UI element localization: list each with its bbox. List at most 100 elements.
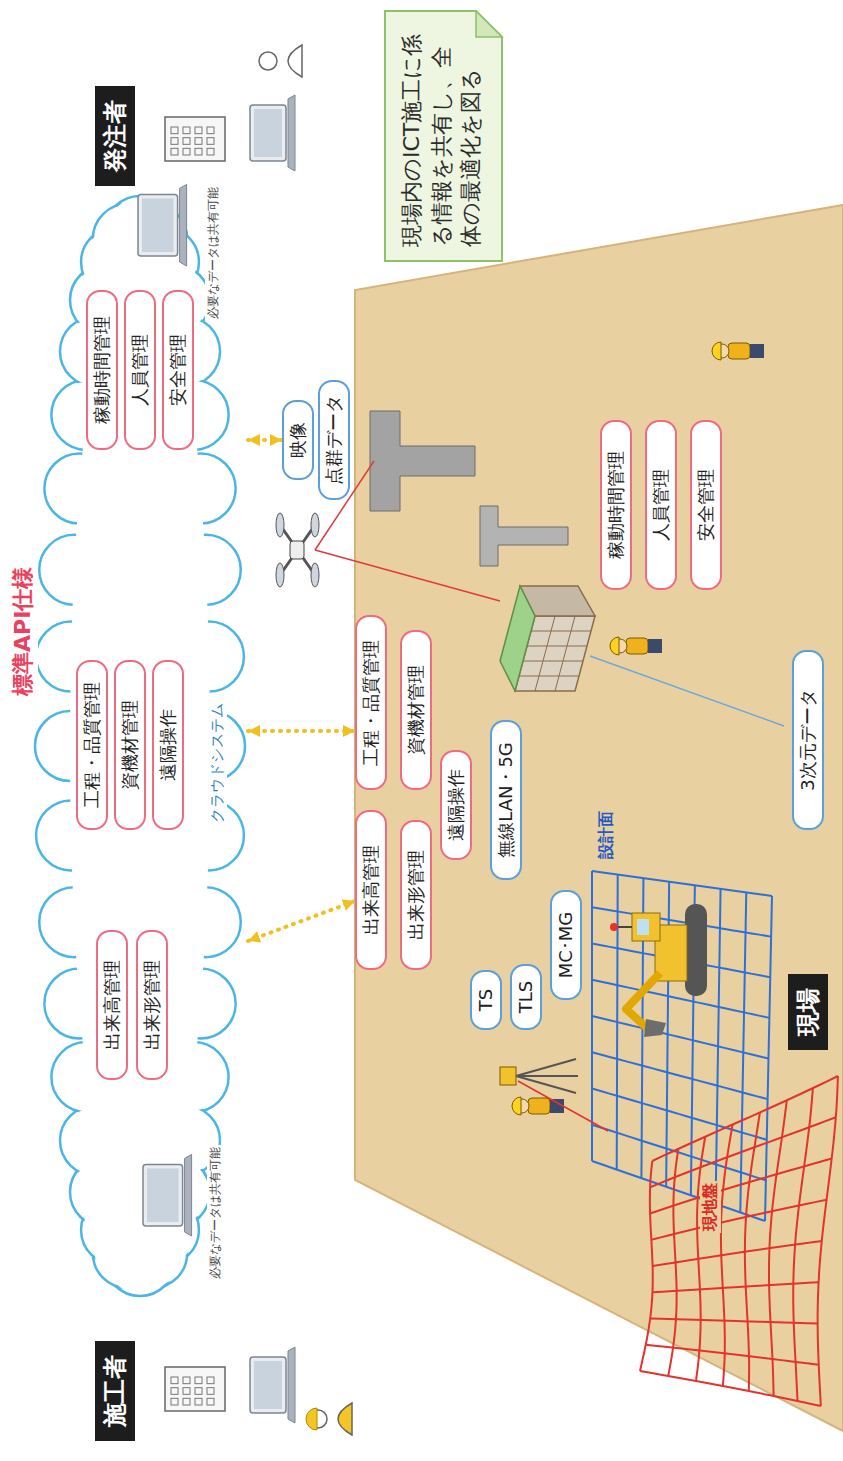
management-item-box: 資機材管理	[114, 660, 146, 830]
machine-control-box: MC･MG	[550, 890, 582, 1000]
management-item-box: 工程・品質管理	[355, 615, 387, 790]
worker-body	[626, 638, 648, 654]
box-text: 遠隔操作	[445, 759, 467, 851]
scan-line	[315, 461, 374, 550]
laptop-screen	[142, 198, 174, 252]
ground-surface-mesh-line	[640, 1161, 653, 1371]
design-surface-mesh-line	[765, 896, 772, 1221]
gnss-antenna	[610, 923, 618, 931]
box-text: 遠隔操作	[157, 669, 179, 821]
design-surface-mesh-line	[592, 1052, 768, 1099]
data-exchange-arrow	[248, 438, 282, 442]
management-item-box: 稼動時間管理	[86, 290, 118, 450]
instrument-head	[500, 1067, 516, 1085]
survey-device-box: TLS	[510, 964, 542, 1030]
building-window	[195, 1377, 202, 1384]
building-window	[171, 1377, 178, 1384]
hard-hat	[610, 637, 619, 655]
building-window	[195, 148, 202, 155]
data-box: 点群データ	[318, 380, 350, 500]
building-window	[183, 1398, 190, 1405]
management-item-box: 安全管理	[162, 290, 194, 450]
design-surface-mesh-line	[716, 889, 721, 1204]
building-window	[171, 127, 178, 134]
drone	[276, 513, 319, 587]
ground-surface-mesh-line	[653, 1241, 822, 1266]
management-item-box: 人員管理	[124, 290, 156, 450]
hard-hat	[712, 342, 721, 360]
laptop-screen	[254, 1361, 282, 1409]
building-window	[207, 148, 214, 155]
hard-hat	[512, 1097, 521, 1115]
construction-site: 現場TSTLSMC･MG出来高管理出来形管理遠隔操作無線LAN・5G工程・品質管…	[340, 181, 843, 1461]
building-window	[195, 138, 202, 145]
management-item-box: 遠隔操作	[152, 660, 184, 830]
box-text: 安全管理	[695, 429, 717, 581]
pier	[370, 411, 475, 511]
scan-line	[315, 550, 500, 601]
box-text: 点群データ	[323, 389, 345, 491]
management-item-box: 稼動時間管理	[600, 420, 632, 590]
structure-grid	[527, 646, 587, 647]
structure-roof	[500, 586, 535, 691]
laptop-icon	[250, 105, 286, 161]
ground-surface-mesh-line	[721, 1125, 733, 1386]
site-ground	[355, 205, 843, 1431]
management-item-box: 人員管理	[645, 420, 677, 590]
building-window	[171, 1398, 178, 1405]
cloud-label: クラウドシステム	[208, 703, 227, 823]
design-surface-mesh-line	[592, 1089, 767, 1140]
person-body	[288, 45, 302, 77]
party-label: 施工者	[95, 1341, 135, 1441]
laptop-icon	[143, 1164, 183, 1226]
drone-rotor	[276, 563, 284, 587]
building-window	[207, 1388, 214, 1395]
site-label: 現場	[788, 974, 828, 1050]
ground-surface-mesh-line	[651, 1200, 826, 1240]
laptop-base	[288, 95, 295, 171]
management-item-box: 出来形管理	[400, 820, 432, 970]
box-text: TLS	[515, 973, 537, 1021]
ground-surface-mesh-line	[640, 1371, 821, 1406]
ground-surface-mesh-line	[818, 1076, 838, 1406]
design-surface-mesh-line	[591, 871, 593, 1161]
note-paper	[385, 11, 502, 261]
box-text: 映像	[287, 409, 309, 471]
cloud-fill	[70, 231, 210, 1261]
cloud-fill	[142, 1159, 208, 1225]
surface-label: 現地盤	[700, 1181, 721, 1233]
data-box: 映像	[282, 400, 314, 480]
api-heading: 標準API仕様	[8, 567, 38, 696]
tripod	[516, 1059, 578, 1093]
ground-surface-mesh-line	[793, 1088, 813, 1401]
box-text: 3次元データ	[797, 659, 819, 821]
box-text: 人員管理	[650, 429, 672, 581]
building-icon	[165, 117, 225, 161]
building-window	[183, 127, 190, 134]
building-window	[195, 127, 202, 134]
surveying-instrument	[500, 1059, 578, 1093]
box-text: 出来高管理	[101, 939, 123, 1071]
excavator-cab	[632, 913, 660, 941]
design-surface-mesh	[592, 871, 772, 1221]
data-exchange-arrow	[248, 901, 355, 941]
excavator-arm	[626, 973, 660, 1029]
box-text: TS	[475, 979, 497, 1021]
laptop-screen	[254, 109, 282, 157]
excavator-bucket	[644, 1019, 666, 1037]
management-item-box: 出来高管理	[96, 930, 128, 1080]
laptop-icon	[250, 1357, 286, 1413]
structure-grid	[555, 616, 575, 691]
laptop-base	[180, 184, 187, 266]
ground-surface-mesh-line	[668, 1149, 678, 1376]
person-body	[338, 1403, 352, 1435]
ground-surface-mesh-line	[769, 1100, 787, 1396]
box-text: 資機材管理	[405, 639, 427, 781]
structure-grid	[523, 661, 583, 662]
drone-rotor	[276, 513, 284, 537]
building-window	[195, 1388, 202, 1395]
laptop-screen	[147, 1168, 179, 1222]
box-text: 施工者	[100, 1355, 130, 1427]
worker-body	[528, 1098, 550, 1114]
